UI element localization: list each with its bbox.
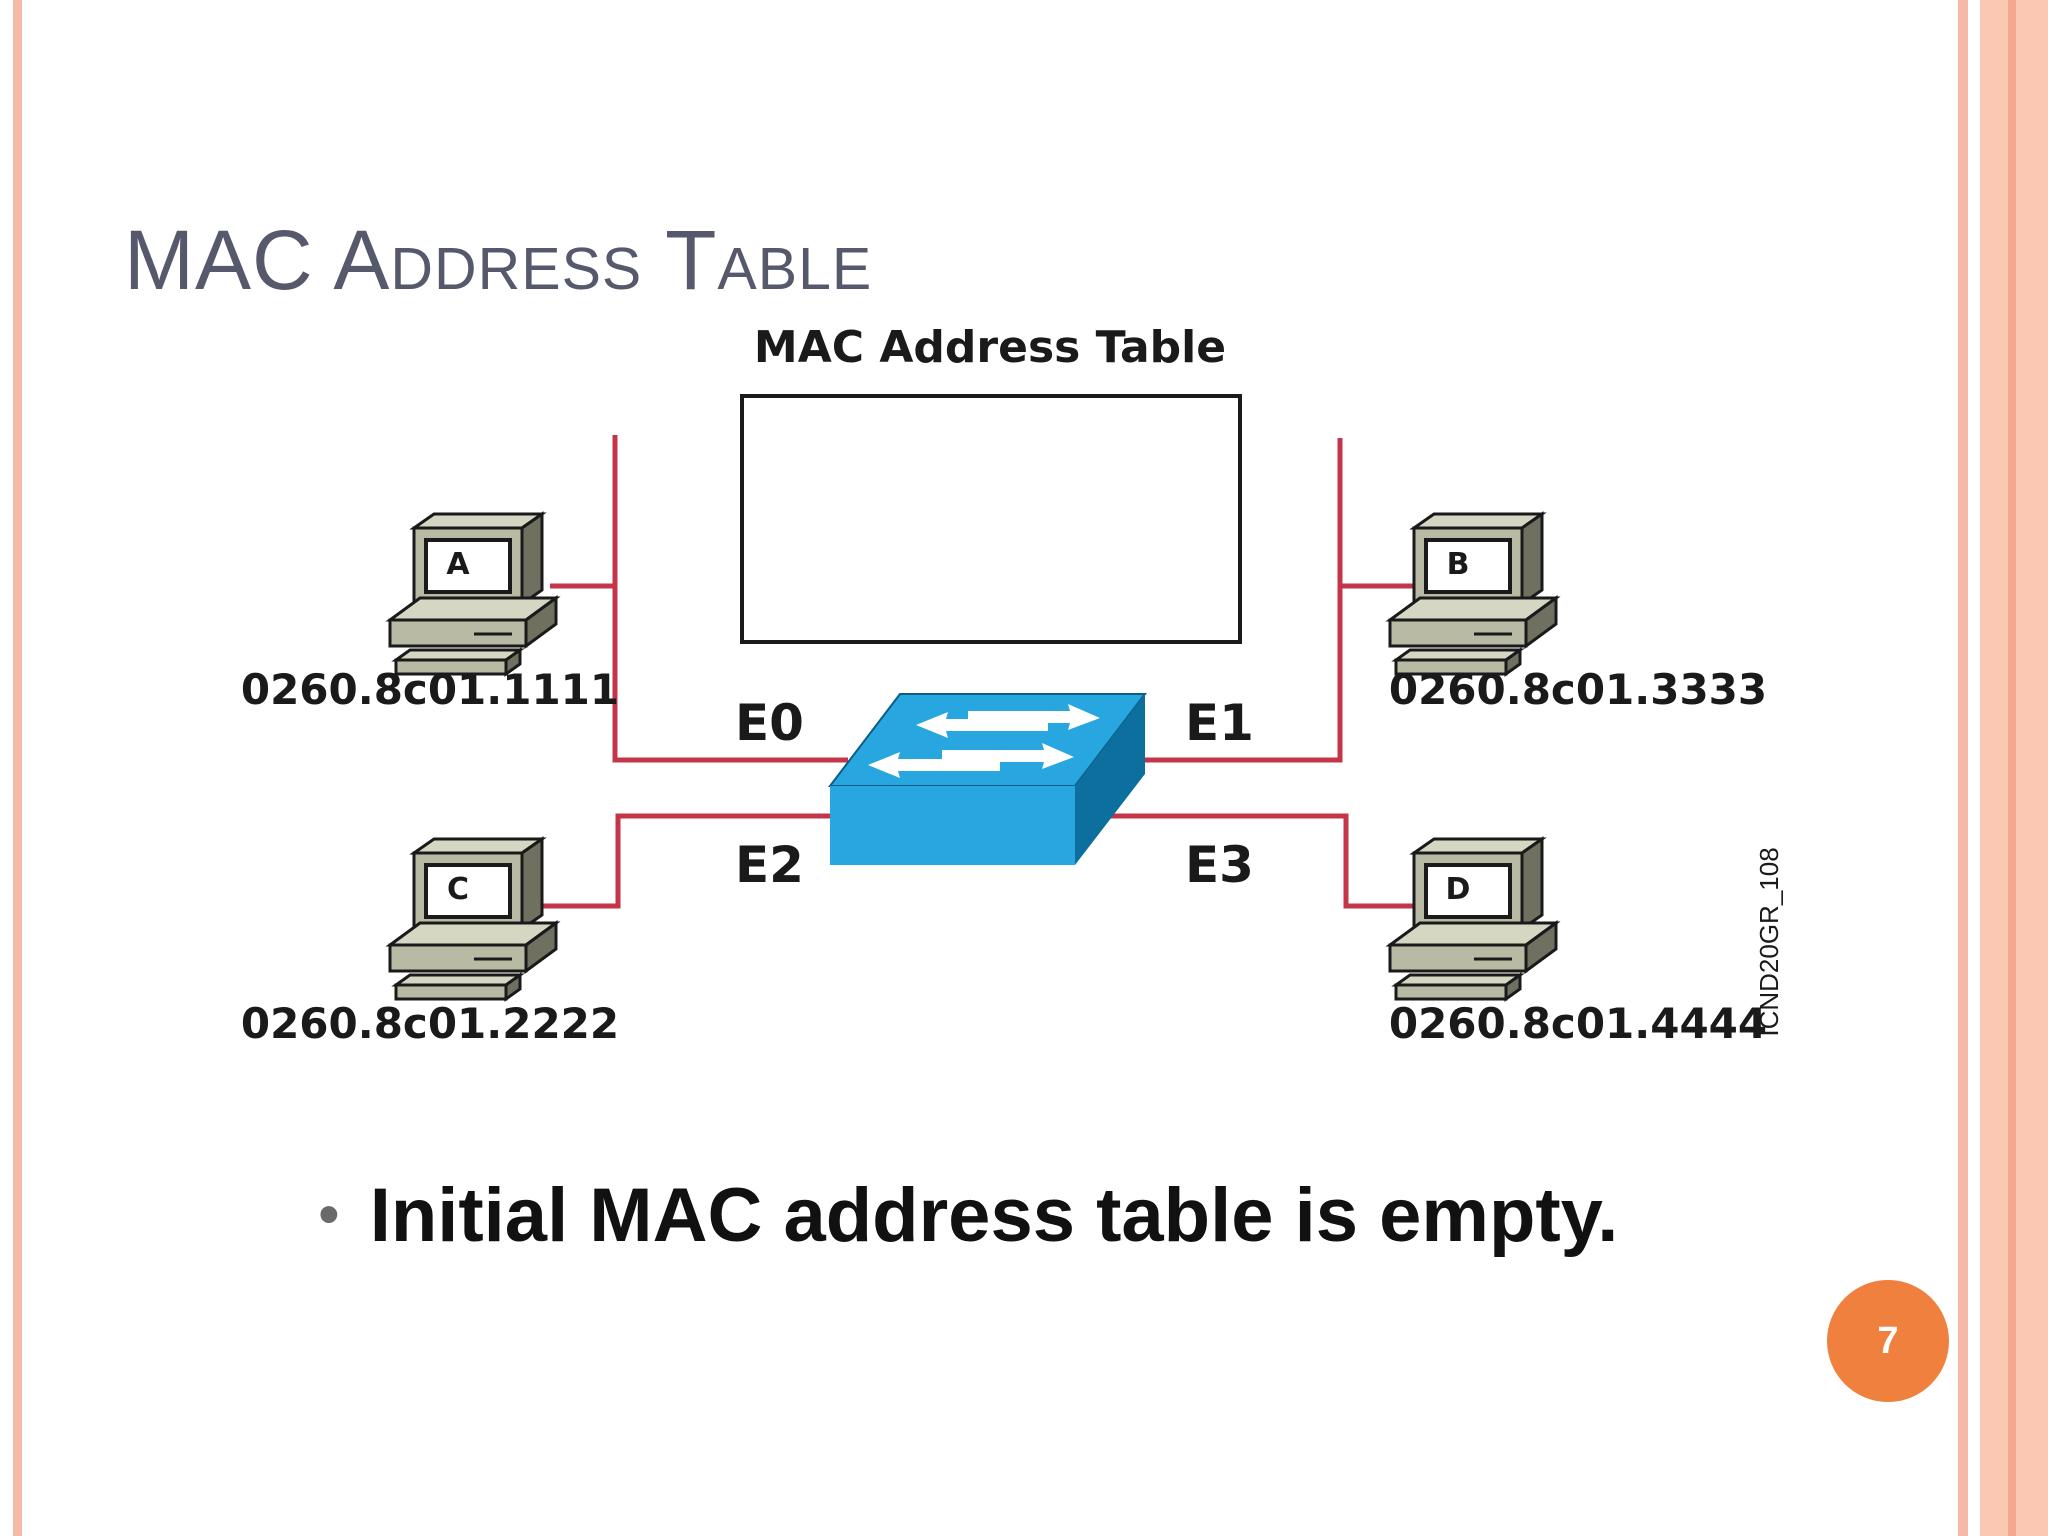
host-d: D 0260.8c01.4444 — [1388, 837, 1767, 1048]
computer-icon — [1388, 837, 1558, 1001]
cable-e2 — [525, 813, 830, 909]
slide-title: MAC Address Table — [124, 213, 873, 307]
computer-icon — [388, 512, 558, 676]
bullet-point: • Initial MAC address table is empty. — [318, 1172, 1618, 1259]
ethernet-cables — [525, 435, 1422, 909]
page-number-badge: 7 — [1827, 1280, 1949, 1402]
computer-icon — [388, 837, 558, 1001]
host-a: A 0260.8c01.1111 — [241, 512, 619, 714]
port-label-e2: E2 — [735, 836, 804, 894]
host-d-label: D — [1446, 872, 1471, 907]
bullet-text: Initial MAC address table is empty. — [369, 1173, 1619, 1258]
host-c-mac: 0260.8c01.2222 — [241, 999, 619, 1048]
slide-border-right-stripe — [2008, 0, 2016, 1536]
network-diagram: MAC Address Table E0 E1 E2 E3 A — [200, 320, 1800, 1080]
network-diagram-svg: MAC Address Table E0 E1 E2 E3 A — [241, 322, 1784, 1048]
mac-table-title: MAC Address Table — [754, 322, 1226, 373]
host-b-mac: 0260.8c01.3333 — [1389, 665, 1767, 714]
host-b: B 0260.8c01.3333 — [1388, 512, 1767, 714]
page-number: 7 — [1877, 1319, 1899, 1362]
slide-border-right — [1958, 0, 1968, 1536]
port-label-e1: E1 — [1185, 694, 1254, 752]
slide-border-left — [13, 0, 22, 1536]
cable-e3 — [1100, 813, 1422, 909]
port-label-e3: E3 — [1185, 836, 1254, 894]
computer-icon — [1388, 512, 1558, 676]
cable-e0 — [612, 435, 848, 763]
host-c-label: C — [447, 872, 469, 907]
host-a-label: A — [446, 547, 470, 582]
host-b-label: B — [1447, 547, 1470, 582]
switch-icon — [827, 693, 1148, 865]
figure-id: ICND20GR_108 — [1754, 847, 1784, 1036]
mac-address-table-box — [740, 394, 1242, 644]
host-d-mac: 0260.8c01.4444 — [1389, 999, 1767, 1048]
bullet-icon: • — [318, 1180, 340, 1249]
host-a-mac: 0260.8c01.1111 — [241, 665, 619, 714]
port-label-e0: E0 — [735, 694, 804, 752]
host-c: C 0260.8c01.2222 — [241, 837, 619, 1048]
cable-e1 — [1112, 438, 1343, 763]
